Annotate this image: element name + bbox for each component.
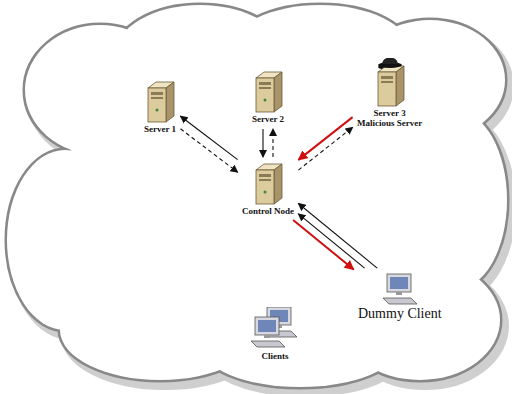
network-node: Control Node xyxy=(240,160,296,218)
connector-arrow xyxy=(181,116,238,159)
connector-arrow xyxy=(298,214,364,268)
network-node: Server 2 xyxy=(250,68,286,126)
connector-arrow xyxy=(293,220,354,270)
connector-arrow xyxy=(298,127,352,170)
network-node: Clients xyxy=(245,305,305,363)
node-label: Server 1 xyxy=(144,124,176,134)
node-icon xyxy=(252,70,284,114)
node-label: Server 3 xyxy=(357,108,422,118)
network-node: Server 3Malicious Server xyxy=(355,56,424,130)
connector-arrow xyxy=(298,117,352,160)
connector-arrow xyxy=(262,129,263,157)
node-label: Dummy Client xyxy=(358,306,442,322)
node-icon xyxy=(357,58,422,108)
connector-arrow xyxy=(272,129,273,157)
node-label: Clients xyxy=(247,351,303,361)
node-label: Control Node xyxy=(242,206,294,216)
connector-arrow xyxy=(181,129,238,172)
node-icon xyxy=(358,272,442,306)
node-icon xyxy=(247,307,303,351)
node-label: Malicious Server xyxy=(357,118,422,128)
node-icon xyxy=(242,162,294,206)
node-icon xyxy=(144,80,176,124)
network-node: Dummy Client xyxy=(356,270,444,324)
connector-arrow xyxy=(298,204,377,269)
network-node: Server 1 xyxy=(142,78,178,136)
node-label: Server 2 xyxy=(252,114,284,124)
